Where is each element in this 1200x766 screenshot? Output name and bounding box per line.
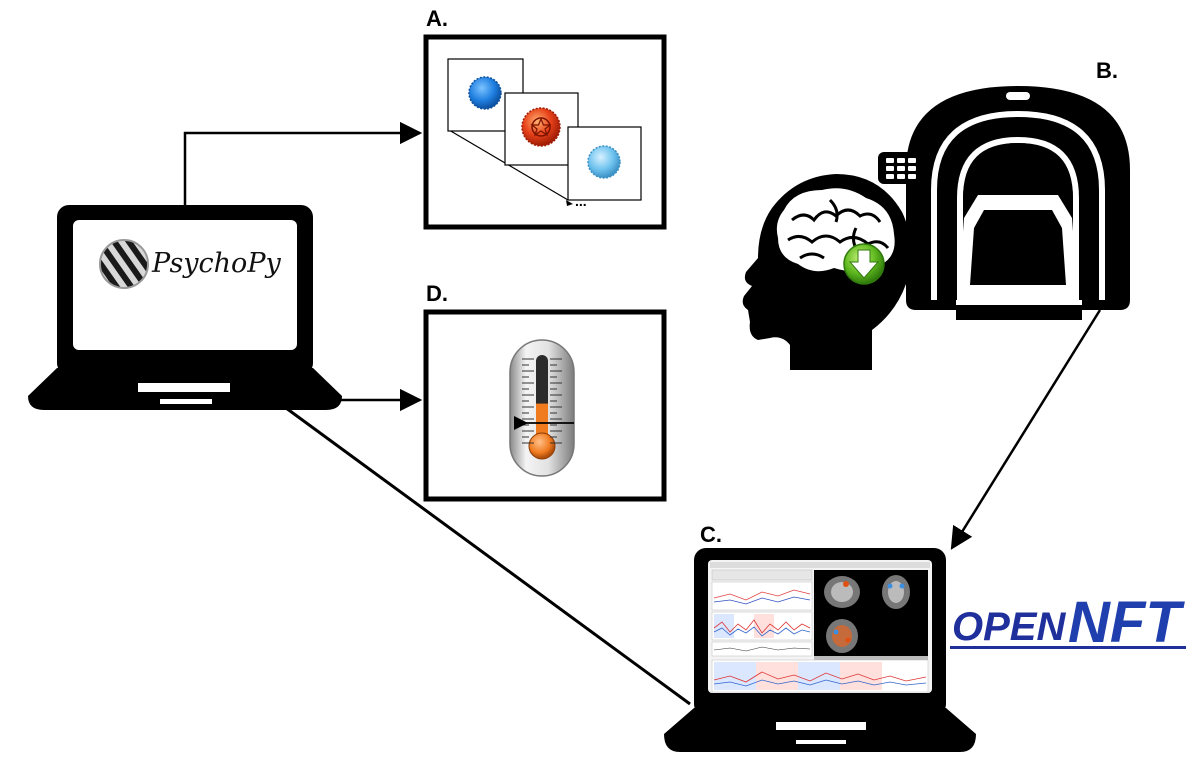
- download-arrow-icon: [848, 249, 880, 279]
- psychopy-logo-icon: [99, 239, 149, 289]
- scanner-ring-inner: [957, 136, 1079, 300]
- scanner-bed-inner: [970, 210, 1066, 285]
- laptop-slot: [160, 399, 212, 404]
- head-brain-icon: [742, 174, 911, 370]
- opennft-logo: OPEN NFT: [950, 590, 1186, 655]
- arrow-scanner-to-opennft: [950, 309, 1102, 550]
- psychopy-logo-text: PsychoPy: [151, 248, 281, 279]
- stimuli-continuation-arrow-icon: [566, 200, 573, 206]
- thermometer-scale: [522, 358, 562, 444]
- panel-a-label: A.: [426, 6, 448, 31]
- blue-cap-icon: [468, 76, 502, 110]
- connectors: [183, 121, 1102, 706]
- red-cap-icon: [521, 107, 561, 147]
- panel-a: A. ...: [423, 6, 667, 230]
- mri-scanner-icon: [878, 86, 1130, 320]
- scanner-top-indicator: [1006, 92, 1030, 100]
- psychopy-laptop: PsychoPy: [28, 205, 342, 410]
- opennft-laptop: [664, 548, 976, 752]
- opennft-logo-underline: [950, 646, 1186, 649]
- scanner-control-buttons: [886, 158, 916, 179]
- thermometer-target-arrow-icon: [514, 416, 528, 430]
- line-psychopy-to-opennft: [285, 406, 691, 706]
- panel-b-label: B.: [1096, 58, 1118, 83]
- laptop-slot: [796, 740, 846, 744]
- psychopy-logo: PsychoPy: [99, 239, 281, 289]
- arrow-psychopy-to-stimuli: [183, 121, 423, 205]
- laptop-screen: [73, 220, 297, 350]
- panel-c: C.: [664, 522, 976, 752]
- light-blue-cap-icon: [587, 145, 621, 179]
- brain-folds: [787, 198, 890, 260]
- red-cap-star-icon: [530, 117, 552, 137]
- thermometer-icon: [509, 339, 575, 477]
- panel-d: D.: [423, 281, 667, 502]
- opennft-logo-open: OPEN: [952, 605, 1066, 649]
- scanner-ring-outer: [931, 110, 1105, 300]
- laptop-trackpad: [138, 383, 230, 392]
- opennft-gui-thumbnail: [710, 562, 930, 693]
- panel-b: B.: [878, 58, 1130, 320]
- laptop-trackpad: [776, 722, 866, 730]
- thermometer-bulb: [528, 432, 556, 460]
- panel-c-label: C.: [700, 522, 722, 547]
- opennft-logo-nft: NFT: [1068, 590, 1185, 655]
- scanner-bed-stripe: [956, 300, 1082, 305]
- panel-d-label: D.: [426, 281, 448, 306]
- stimuli-continuation-dots: ...: [575, 193, 587, 209]
